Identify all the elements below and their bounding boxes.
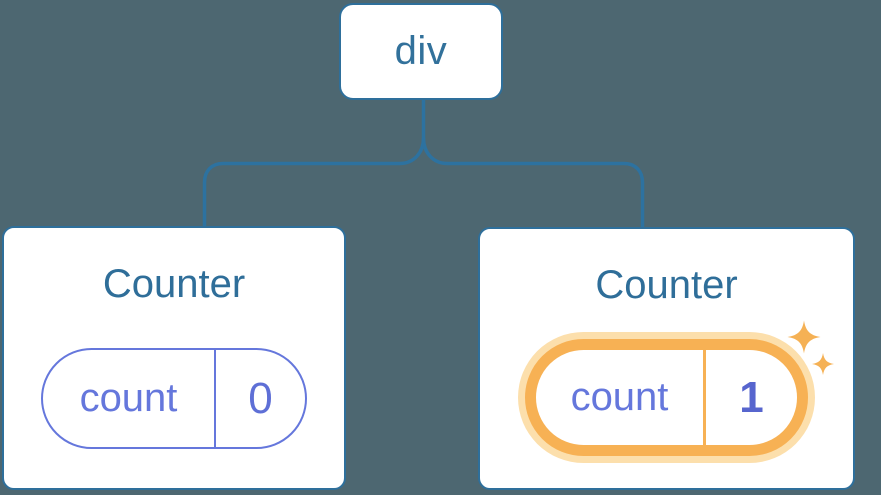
component-title: Counter bbox=[102, 262, 246, 306]
sparkle-icon-small bbox=[812, 353, 835, 376]
state-pill: count 0 bbox=[41, 348, 307, 449]
state-pill-value-cell: 0 bbox=[216, 350, 305, 447]
state-pill-highlighted: count 1 bbox=[525, 339, 808, 456]
root-node-label: div bbox=[394, 29, 448, 73]
component-title: Counter bbox=[595, 263, 738, 307]
state-key-label: count bbox=[79, 376, 178, 420]
highlighted-state-pill-wrap: count 1 bbox=[525, 320, 835, 456]
counter-card-left: Counter count 0 bbox=[2, 226, 346, 490]
state-value-label: 0 bbox=[248, 373, 273, 423]
state-pill-key-cell: count bbox=[536, 350, 706, 445]
state-pill-key-cell: count bbox=[43, 350, 216, 447]
root-node: div bbox=[339, 3, 503, 100]
connector-branch-right bbox=[421, 137, 645, 227]
sparkle-icon-large bbox=[787, 320, 821, 354]
connector-branch-left bbox=[202, 137, 426, 227]
counter-card-right: Counter count 1 bbox=[478, 227, 855, 490]
state-key-label: count bbox=[570, 375, 669, 419]
state-value-label: 1 bbox=[739, 372, 764, 422]
state-pill-value-cell: 1 bbox=[706, 350, 797, 445]
